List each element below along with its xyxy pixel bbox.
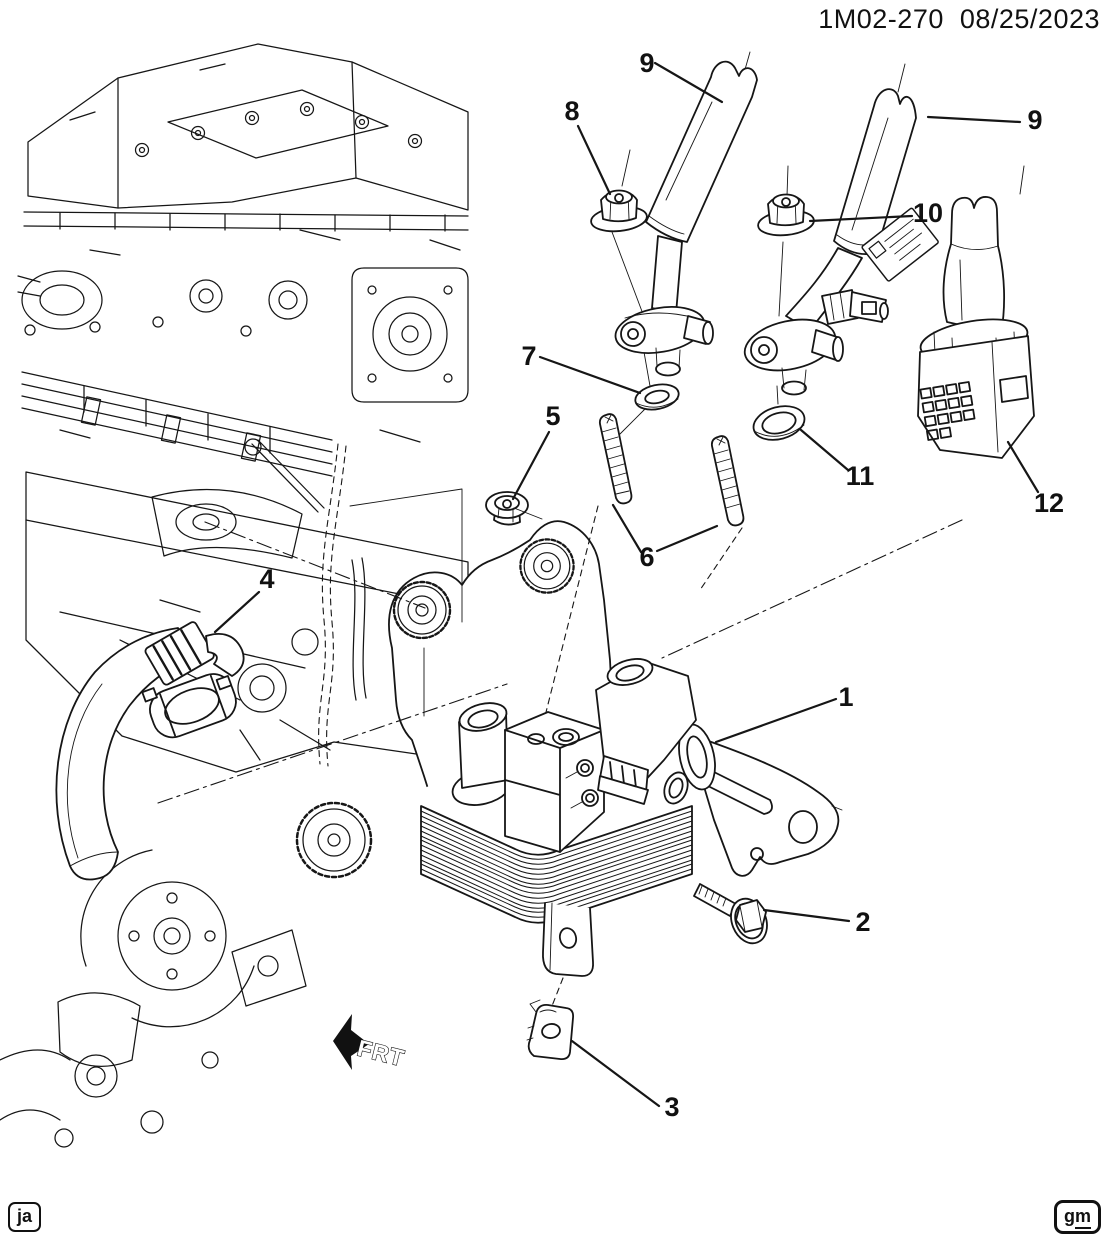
gm-logo-text: gm (1063, 1206, 1091, 1230)
connector-part12 (917, 196, 1035, 459)
callout-leader-6a (611, 503, 643, 554)
callout-label-9b: 9 (1027, 105, 1042, 135)
gm-logo-m: m (1074, 1206, 1091, 1230)
callout-leader-3 (570, 1039, 661, 1108)
callout-leader-2 (762, 908, 851, 923)
callout-label-8: 8 (564, 96, 579, 126)
page-tag-ja: ja (8, 1202, 42, 1232)
oil-cooler-assembly (420, 658, 843, 977)
figure-date: 08/25/2023 (959, 4, 1100, 34)
callout-leader-9a (653, 61, 724, 104)
pipe-right-part9 (743, 88, 939, 396)
callout-label-4: 4 (259, 564, 274, 594)
construction-lines (157, 51, 1025, 1007)
hose-quick-connector (141, 673, 237, 739)
callout-leader-6b (655, 524, 719, 553)
callout-label-5: 5 (545, 401, 560, 431)
callout-label-12: 12 (1034, 488, 1064, 518)
callout-label-1: 1 (838, 682, 853, 712)
cooler-left-port (451, 702, 513, 806)
callout-label-2: 2 (855, 907, 870, 937)
seal-part11 (752, 405, 806, 441)
block-bolts (565, 759, 599, 809)
callout-labels: 1 2 3 4 5 6 7 8 9 9 10 11 12 (259, 48, 1064, 1122)
callout-leader-5 (511, 430, 551, 501)
callout-label-10: 10 (913, 198, 943, 228)
callout-label-3: 3 (664, 1092, 679, 1122)
cooler-right-port-elbow (595, 658, 697, 805)
grommet-part5 (485, 491, 543, 526)
nut-part10 (755, 193, 817, 239)
page-tag-ja-text: ja (17, 1206, 33, 1227)
figure-header: 1M02-270 08/25/2023 (818, 4, 1100, 35)
callout-leader-12 (1006, 440, 1040, 494)
pipe-sensor-branch (821, 289, 889, 325)
brand-tag-gm: gm (1053, 1200, 1101, 1234)
frt-label: FRT (355, 1035, 408, 1072)
frt-arrow-icon (333, 1014, 369, 1070)
gm-logo-g: g (1063, 1206, 1075, 1227)
hose-part4 (55, 621, 245, 881)
frt-indicator: FRT (333, 1014, 408, 1072)
callout-leader-7 (538, 355, 642, 395)
callout-leader-9b (926, 115, 1022, 124)
bolt-part2 (693, 883, 768, 945)
callout-label-11: 11 (846, 461, 875, 491)
nut-part8 (588, 189, 650, 235)
figure-number: 1M02-270 (818, 4, 944, 34)
callout-leader-4 (213, 590, 261, 634)
cooler-bottom-tab (542, 902, 594, 977)
hose-label-sleeve (144, 621, 215, 686)
callout-leader-11 (799, 428, 850, 472)
callout-label-7: 7 (521, 341, 536, 371)
callout-leader-1 (714, 697, 838, 744)
callout-leader-8 (576, 124, 612, 196)
pipe-left-part9 (614, 60, 758, 377)
studs-part6 (598, 413, 745, 527)
cooler-bracket-arm (698, 737, 843, 877)
callout-label-9a: 9 (639, 48, 654, 78)
callout-label-6: 6 (639, 542, 654, 572)
callout-leaders (213, 61, 1040, 1108)
callout-leader-10 (808, 214, 914, 223)
clip-part3 (526, 999, 575, 1061)
pipe-tag-label (861, 207, 939, 282)
cooler-center-block (504, 711, 605, 853)
washer-part7 (634, 383, 680, 411)
connector-terminals (919, 381, 976, 441)
